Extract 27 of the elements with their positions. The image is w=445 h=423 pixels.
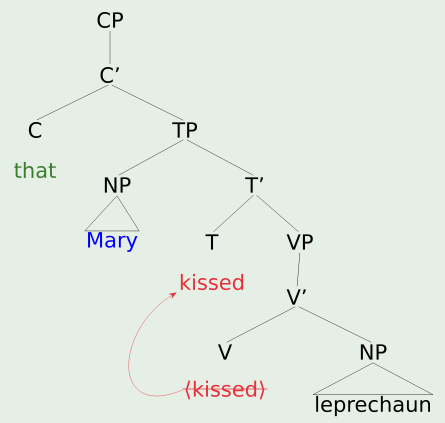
category-label: C’ [100,67,119,83]
branch-line [296,252,300,286]
movement-arrow [128,292,183,396]
word-label: leprechaun [316,396,430,416]
branch-line [213,195,254,232]
branch-line [112,84,184,120]
branch-line [186,140,254,176]
category-label: NP [104,177,130,193]
branch-line [226,306,296,342]
category-label: TP [172,122,198,138]
category-label: V [218,344,232,360]
category-label: NP [360,344,386,360]
branch-line [298,306,372,342]
branch-line [256,194,299,232]
branch-line [118,140,184,176]
word-label: that [14,162,56,178]
category-label: V’ [286,289,306,305]
category-label: T’ [245,177,263,193]
word-label: kissed [180,274,244,290]
category-label: T [206,234,218,250]
category-label: C [28,122,42,138]
category-label: VP [286,234,313,250]
triangle [312,362,434,395]
category-label: CP [98,12,123,28]
word-label: Mary [88,232,138,252]
triangle [84,196,140,232]
branch-line [36,84,108,120]
